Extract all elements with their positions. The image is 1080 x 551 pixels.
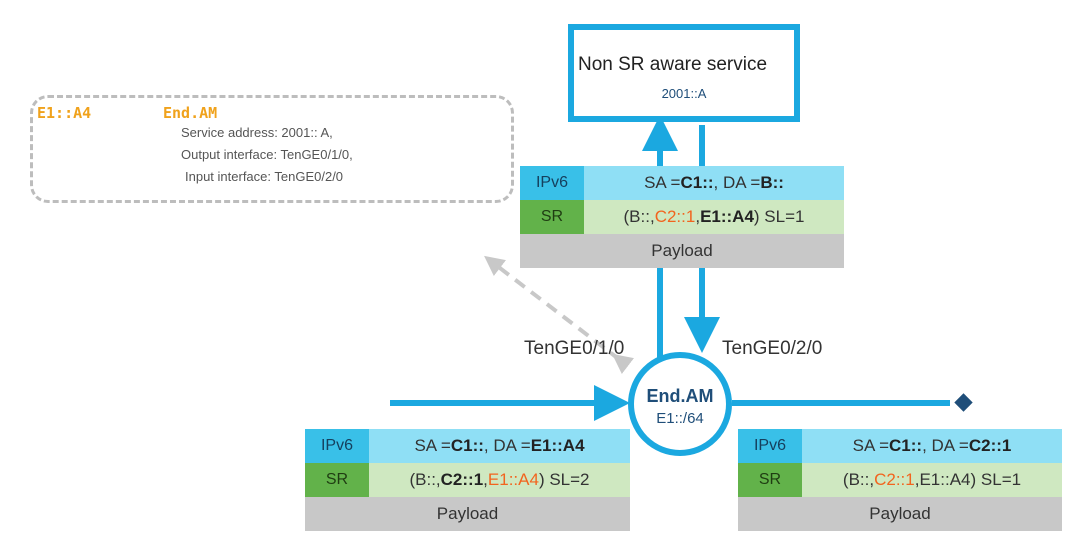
segment-active: C2::1 xyxy=(654,207,696,226)
segment-list: (B::, C2::1, E1::A4) SL=1 xyxy=(584,200,844,234)
ipv6-label: IPv6 xyxy=(520,166,584,200)
sr-label: SR xyxy=(738,463,802,497)
config-function: End.AM xyxy=(163,104,218,122)
source-address: C1:: xyxy=(889,436,923,455)
segment: C2::1 xyxy=(440,470,484,489)
srh-row: SR (B::, C2::1, E1::A4) SL=1 xyxy=(520,200,844,234)
segment: (B::, xyxy=(409,470,441,489)
payload: Payload xyxy=(520,234,844,268)
payload: Payload xyxy=(738,497,1062,531)
sr-label: SR xyxy=(520,200,584,234)
da-prefix: , DA = xyxy=(713,173,761,192)
service-title: Non SR aware service xyxy=(578,54,768,75)
service-box: Non SR aware service 2001::A xyxy=(568,24,800,122)
payload: Payload xyxy=(305,497,630,531)
segments-left: ) SL=1 xyxy=(753,207,805,226)
ipv6-header-row: IPv6 SA = C1::, DA = E1::A4 xyxy=(305,429,630,463)
packet-ingress: IPv6 SA = C1::, DA = E1::A4 SR (B::, C2:… xyxy=(305,429,630,531)
service-address: 2001::A xyxy=(661,86,707,101)
config-line: Output interface: TenGE0/1/0, xyxy=(181,147,353,162)
interface-in-label: TenGE0/2/0 xyxy=(722,338,823,359)
destination-address: B:: xyxy=(760,173,784,192)
config-callout: E1::A4 End.AM Service address: 2001:: A,… xyxy=(30,95,514,203)
segment-active: E1::A4 xyxy=(487,470,539,489)
packet-top: IPv6 SA = C1::, DA = B:: SR (B::, C2::1,… xyxy=(520,166,844,268)
sr-label: SR xyxy=(305,463,369,497)
segments-left: ) SL=2 xyxy=(538,470,590,489)
segment-sep: , xyxy=(914,470,920,489)
da-prefix: , DA = xyxy=(483,436,531,455)
source-address: C1:: xyxy=(680,173,714,192)
segment-list: (B::, C2::1, E1::A4) SL=2 xyxy=(369,463,630,497)
sa-prefix: SA = xyxy=(644,173,681,192)
segment-active: C2::1 xyxy=(874,470,915,489)
destination-address: C2::1 xyxy=(968,436,1012,455)
interface-out-label: TenGE0/1/0 xyxy=(524,338,625,359)
end-am-node: End.AM E1::/64 xyxy=(628,352,732,456)
segment: (B::, xyxy=(623,207,655,226)
node-prefix: E1::/64 xyxy=(656,410,704,427)
destination-address: E1::A4 xyxy=(530,436,585,455)
ipv6-label: IPv6 xyxy=(305,429,369,463)
config-line: Input interface: TenGE0/2/0 xyxy=(185,169,344,184)
ipv6-header: SA = C1::, DA = B:: xyxy=(584,166,844,200)
ipv6-header: SA = C1::, DA = C2::1 xyxy=(802,429,1062,463)
da-prefix: , DA = xyxy=(922,436,969,455)
segment: E1::A4 xyxy=(919,470,971,489)
segment-list: (B::, C2::1, E1::A4) SL=1 xyxy=(802,463,1062,497)
segment: E1::A4 xyxy=(700,207,754,226)
config-sid: E1::A4 xyxy=(37,104,92,122)
ipv6-label: IPv6 xyxy=(738,429,802,463)
source-address: C1:: xyxy=(450,436,484,455)
node-function: End.AM xyxy=(646,386,714,406)
segment: (B::, xyxy=(842,470,875,489)
config-link xyxy=(484,255,635,375)
egress-diamond xyxy=(954,393,973,412)
sa-prefix: SA = xyxy=(852,436,890,455)
config-line: Service address: 2001:: A, xyxy=(181,125,333,140)
packet-egress: IPv6 SA = C1::, DA = C2::1 SR (B::, C2::… xyxy=(738,429,1062,531)
ipv6-header-row: IPv6 SA = C1::, DA = B:: xyxy=(520,166,844,200)
segment-sep: , xyxy=(483,470,488,489)
srh-row: SR (B::, C2::1, E1::A4) SL=2 xyxy=(305,463,630,497)
segments-left: ) SL=1 xyxy=(970,470,1022,489)
sa-prefix: SA = xyxy=(414,436,451,455)
srh-row: SR (B::, C2::1, E1::A4) SL=1 xyxy=(738,463,1062,497)
segment-sep: , xyxy=(695,207,701,226)
ipv6-header-row: IPv6 SA = C1::, DA = C2::1 xyxy=(738,429,1062,463)
ipv6-header: SA = C1::, DA = E1::A4 xyxy=(369,429,630,463)
